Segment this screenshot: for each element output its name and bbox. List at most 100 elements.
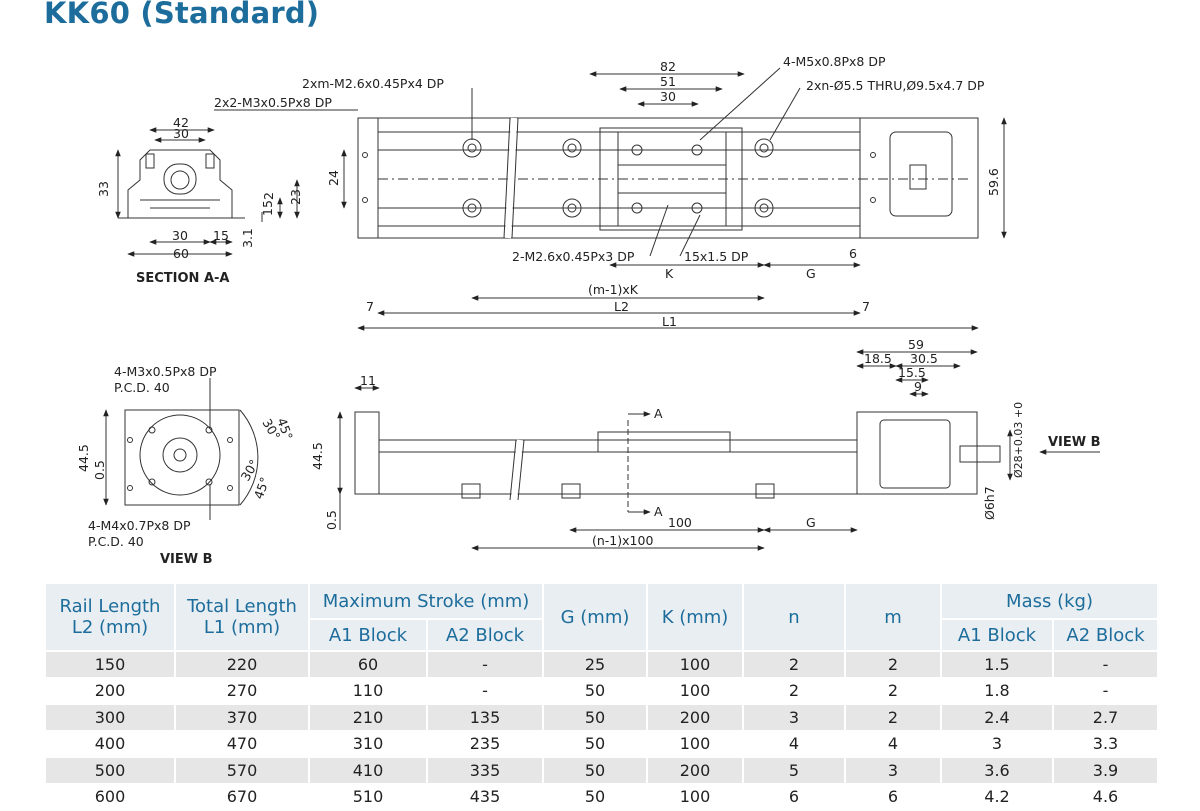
cell-m: 3	[844, 757, 943, 785]
view-b-pcd-top: P.C.D. 40	[114, 380, 170, 395]
side-view-dim-59: 59	[908, 337, 924, 352]
top-view-dim-k: K	[665, 266, 674, 281]
table-row: 600 670 510 435 50 100 6 6 4.2 4.6	[44, 783, 1160, 811]
cell-mass-a2: 2.7	[1052, 704, 1160, 732]
view-b-angle-45-top: 45°	[274, 416, 296, 442]
cell-n: 4	[742, 730, 847, 758]
header-n: n	[742, 582, 847, 652]
cell-stroke-a2: 235	[425, 730, 545, 758]
header-mass-a2: A2 Block	[1052, 618, 1160, 652]
cell-mass-a1: 2.4	[940, 704, 1055, 732]
section-aa-profile	[118, 149, 245, 219]
side-view-dim-6h7: Ø6h7	[982, 486, 997, 520]
view-b-dim-0-5: 0.5	[92, 460, 107, 480]
cell-rail-length: 300	[44, 704, 176, 732]
section-aa-caption: SECTION A-A	[136, 271, 229, 286]
top-view-callout-m5: 4-M5x0.8Px8 DP	[783, 54, 886, 69]
header-mass: Mass (kg)	[940, 582, 1160, 620]
cell-stroke-a1: 310	[308, 730, 428, 758]
cell-stroke-a1: 510	[308, 783, 428, 811]
section-aa-dim-15-right: 15	[260, 200, 275, 216]
top-view-dim-g: G	[806, 266, 816, 281]
cell-m: 4	[844, 730, 943, 758]
cell-total-length: 570	[174, 757, 310, 785]
header-stroke-a1: A1 Block	[308, 618, 428, 652]
page-title: KK60 (Standard)	[44, 0, 320, 30]
cell-n: 2	[742, 651, 847, 679]
top-view-dim-7-right: 7	[862, 299, 870, 314]
cell-k: 200	[646, 757, 745, 785]
side-view-view-b-arrow: VIEW B	[1048, 435, 1101, 450]
side-view-dim-n1-100: (n-1)x100	[592, 533, 653, 548]
table-row: 400 470 310 235 50 100 4 4 3 3.3	[44, 730, 1160, 758]
cell-mass-a2: 4.6	[1052, 783, 1160, 811]
table-row: 200 270 110 - 50 100 2 2 1.8 -	[44, 677, 1160, 705]
cell-k: 100	[646, 677, 745, 705]
cell-g: 50	[542, 677, 649, 705]
cell-mass-a2: -	[1052, 651, 1160, 679]
cell-stroke-a2: 135	[425, 704, 545, 732]
cell-n: 5	[742, 757, 847, 785]
side-view-dim-30-5: 30.5	[910, 351, 938, 366]
cell-mass-a1: 3	[940, 730, 1055, 758]
side-view-dim-shaft: Ø28+0.03 +0	[1012, 402, 1025, 478]
top-view-dim-l1: L1	[662, 314, 677, 329]
cell-g: 25	[542, 651, 649, 679]
top-view-dim-l2: L2	[614, 299, 629, 314]
cell-total-length: 470	[174, 730, 310, 758]
side-view-section-a-bottom: A	[654, 504, 663, 519]
cell-mass-a2: 3.9	[1052, 757, 1160, 785]
cell-g: 50	[542, 783, 649, 811]
cell-k: 200	[646, 704, 745, 732]
cell-rail-length: 500	[44, 757, 176, 785]
top-view-dim-m1k: (m-1)xK	[588, 282, 639, 297]
cell-g: 50	[542, 704, 649, 732]
header-mass-a1: A1 Block	[940, 618, 1055, 652]
side-view-dim-44-5: 44.5	[310, 442, 325, 470]
section-aa-dim-33: 33	[96, 181, 111, 197]
top-view-dim-30: 30	[660, 89, 676, 104]
header-rail-length: Rail Length L2 (mm)	[44, 582, 176, 652]
cell-mass-a2: -	[1052, 677, 1160, 705]
top-view-dim-6: 6	[849, 246, 857, 261]
cell-rail-length: 150	[44, 651, 176, 679]
top-view-holes	[362, 138, 876, 218]
cell-total-length: 220	[174, 651, 310, 679]
header-max-stroke: Maximum Stroke (mm)	[307, 582, 545, 620]
top-view-dim-51: 51	[660, 74, 676, 89]
cell-rail-length: 200	[44, 677, 176, 705]
top-view-dim-59-6: 59.6	[986, 168, 1001, 196]
cell-g: 50	[542, 730, 649, 758]
cell-stroke-a2: -	[425, 651, 545, 679]
view-b-callout-m4: 4-M4x0.7Px8 DP	[88, 518, 191, 533]
view-b-dim-44-5: 44.5	[76, 444, 91, 472]
cell-m: 2	[844, 651, 943, 679]
cell-mass-a1: 1.8	[940, 677, 1055, 705]
cell-rail-length: 600	[44, 783, 176, 811]
cell-m: 2	[844, 677, 943, 705]
cell-k: 100	[646, 651, 745, 679]
side-view-dim-11: 11	[360, 373, 376, 388]
cell-rail-length: 400	[44, 730, 176, 758]
header-total-length: Total Length L1 (mm)	[174, 582, 310, 652]
section-aa-dim-2: 2	[261, 192, 276, 200]
cell-mass-a2: 3.3	[1052, 730, 1160, 758]
cell-k: 100	[646, 783, 745, 811]
cell-stroke-a1: 110	[308, 677, 428, 705]
table-row: 150 220 60 - 25 100 2 2 1.5 -	[44, 651, 1160, 679]
side-view-dim-9: 9	[914, 379, 922, 394]
top-view-callout-15x15: 15x1.5 DP	[684, 249, 749, 264]
cell-n: 2	[742, 677, 847, 705]
technical-drawing: 2x2-M3x0.5Px8 DP 42 30 33 30 15 3.1 60 2…	[76, 54, 1101, 567]
cell-n: 3	[742, 704, 847, 732]
top-view-callout-m26-x3: 2-M2.6x0.45Px3 DP	[512, 249, 635, 264]
cell-stroke-a1: 410	[308, 757, 428, 785]
cell-total-length: 670	[174, 783, 310, 811]
section-aa-dim-15-bottom: 15	[213, 228, 229, 243]
header-k: K (mm)	[646, 582, 745, 652]
section-aa-dim-23: 23	[288, 189, 303, 205]
view-b-angle-45-bottom: 45°	[251, 475, 273, 501]
section-aa-dim-3-1: 3.1	[240, 228, 255, 248]
side-view-dim-g: G	[806, 515, 816, 530]
section-aa-dim-30-bottom: 30	[172, 228, 188, 243]
